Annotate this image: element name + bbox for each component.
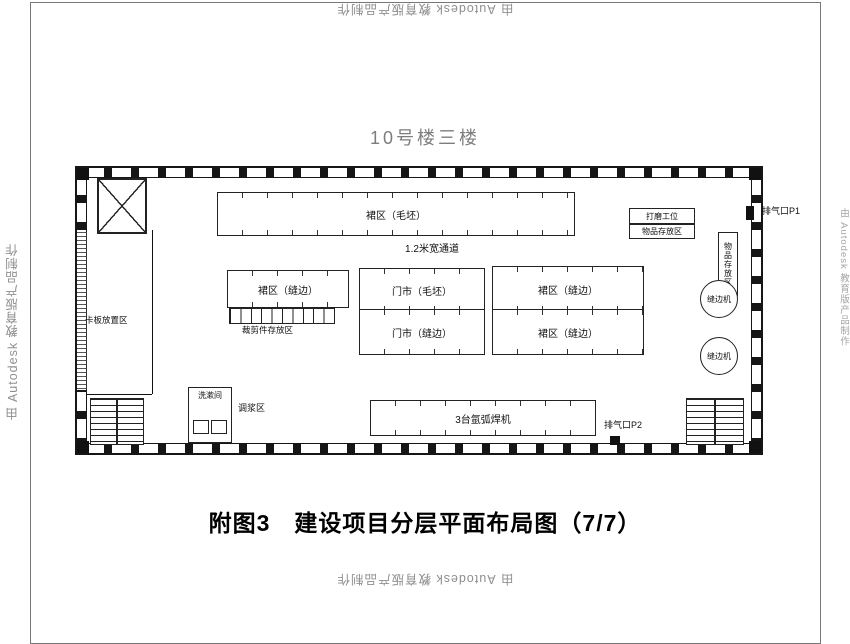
room-shop-blank-label: 门市（毛坯） bbox=[392, 286, 452, 298]
watermark-left: 由 Autodesk 教育版产品制作 bbox=[6, 242, 20, 420]
wall-right bbox=[751, 168, 761, 453]
corner-column bbox=[749, 441, 761, 453]
welding-area-label: 3台氩弧焊机 bbox=[455, 414, 511, 426]
room-hem-left: 裙区（缝边） bbox=[227, 270, 349, 308]
watermark-top: 由 Autodesk 教育版产品制作 bbox=[336, 2, 514, 16]
washroom-fixture bbox=[211, 420, 227, 434]
room-shop-hem: 门市（缝边） bbox=[359, 309, 485, 355]
hem-machine-2-label: 缝边机 bbox=[707, 351, 731, 361]
room-hem-right-top-label: 裙区（缝边） bbox=[538, 285, 598, 297]
stairs-bottom-left bbox=[90, 398, 144, 445]
hem-machine-1-label: 缝边机 bbox=[707, 294, 731, 304]
washroom-label: 洗漱间 bbox=[198, 391, 222, 400]
watermark-right: 由 Autodesk 教育版产品制作 bbox=[838, 208, 849, 347]
pallet-area-label: 卡板放置区 bbox=[85, 315, 128, 325]
corner-column bbox=[77, 168, 89, 180]
parts-shelf bbox=[229, 308, 335, 324]
room-hem-right-top: 裙区（缝边） bbox=[492, 266, 644, 312]
stairs-bottom-right bbox=[686, 398, 744, 445]
corner-column bbox=[77, 441, 89, 453]
room-shop-hem-label: 门市（缝边） bbox=[392, 328, 452, 340]
room-hem-left-label: 裙区（缝边） bbox=[258, 285, 318, 297]
grinding-station-label: 打磨工位 bbox=[646, 211, 678, 221]
grinding-station-tag: 打磨工位 bbox=[629, 208, 695, 224]
goods-storage-vertical-label: 物品存放区 bbox=[723, 241, 733, 287]
room-shop-blank: 门市（毛坯） bbox=[359, 268, 485, 312]
corner-column bbox=[749, 168, 761, 180]
goods-storage-tag: 物品存放区 bbox=[629, 224, 695, 239]
building-label: 10号楼三楼 bbox=[369, 128, 481, 148]
exhaust-p2-marker bbox=[610, 436, 620, 445]
pallet-area-boundary bbox=[86, 394, 152, 395]
slurry-area-label: 调浆区 bbox=[238, 403, 266, 413]
welding-area: 3台氩弧焊机 bbox=[370, 400, 596, 436]
hem-machine-1: 缝边机 bbox=[700, 280, 738, 318]
room-hem-right-bottom-label: 裙区（缝边） bbox=[538, 328, 598, 340]
room-top-blank-label: 裙区（毛坯） bbox=[366, 210, 426, 222]
elevator-shaft bbox=[97, 178, 147, 234]
wall-bottom bbox=[77, 443, 761, 453]
hem-machine-2: 缝边机 bbox=[700, 337, 738, 375]
washroom: 洗漱间 bbox=[188, 387, 232, 443]
corridor-label: 1.2米宽通道 bbox=[405, 244, 459, 255]
pallet-area-boundary bbox=[152, 230, 153, 394]
room-top-blank-area: 裙区（毛坯） bbox=[217, 192, 575, 236]
figure-caption: 附图3 建设项目分层平面布局图（7/7） bbox=[208, 510, 642, 536]
exhaust-p2-label: 排气口P2 bbox=[604, 420, 643, 430]
wall-top bbox=[77, 168, 761, 178]
goods-storage-label: 物品存放区 bbox=[642, 227, 682, 236]
parts-storage-label: 裁剪件存放区 bbox=[242, 325, 294, 335]
washroom-fixture bbox=[193, 420, 209, 434]
exhaust-p1-label: 排气口P1 bbox=[762, 206, 801, 216]
window-hatch-left bbox=[77, 232, 87, 390]
room-hem-right-bottom: 裙区（缝边） bbox=[492, 309, 644, 355]
floor-plan: 卡板放置区 裙区（毛坯） 1.2米宽通道 打磨工位 物品存放区 物品存放区 裙区… bbox=[75, 166, 763, 455]
exhaust-p1-marker bbox=[746, 206, 754, 220]
watermark-bottom: 由 Autodesk 教育版产品制作 bbox=[336, 572, 514, 586]
